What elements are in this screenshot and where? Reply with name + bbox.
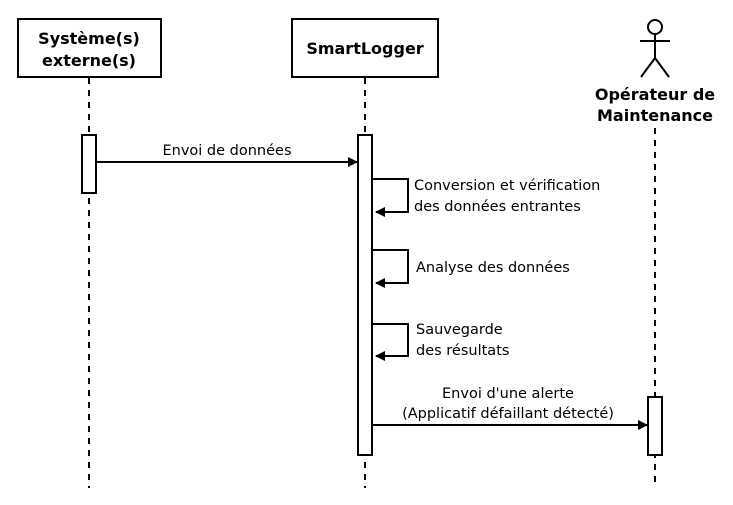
activation-operator xyxy=(647,396,663,456)
message-label-send-data: Envoi de données xyxy=(162,143,291,159)
message-label-alert-line1: Envoi d'une alerte xyxy=(442,386,574,402)
self-message-label-save-line2: des résultats xyxy=(416,343,509,359)
message-send-data: Envoi de données xyxy=(96,143,358,167)
activation-external xyxy=(81,134,97,194)
self-message-analysis: Analyse des données xyxy=(372,249,570,288)
self-message-arrow-save xyxy=(372,323,409,361)
message-send-alert: Envoi d'une alerte (Applicatif défaillan… xyxy=(372,386,648,430)
actor-stick-figure-icon xyxy=(640,19,670,78)
participant-operator: Opérateur de Maintenance xyxy=(595,19,715,125)
participant-external-line1: Système(s) xyxy=(38,29,140,48)
participant-external-systems: Système(s) externe(s) xyxy=(17,18,162,78)
participant-operator-line1: Opérateur de xyxy=(595,85,715,104)
self-message-arrow-analysis xyxy=(372,249,409,288)
participant-operator-line2: Maintenance xyxy=(597,106,713,125)
participant-smartlogger-label: SmartLogger xyxy=(306,39,423,58)
self-message-arrow-conversion xyxy=(372,178,409,217)
participant-external-line2: externe(s) xyxy=(42,51,136,70)
participant-smartlogger: SmartLogger xyxy=(291,18,439,78)
self-message-label-conversion-line1: Conversion et vérification xyxy=(414,178,600,194)
participant-box-smartlogger xyxy=(291,18,439,78)
participant-box-external xyxy=(17,18,162,78)
self-message-label-analysis: Analyse des données xyxy=(416,260,570,276)
self-message-label-conversion-line2: des données entrantes xyxy=(414,199,581,215)
self-message-label-save-line1: Sauvegarde xyxy=(416,322,503,338)
activation-smartlogger xyxy=(357,134,373,456)
self-message-save: Sauvegarde des résultats xyxy=(372,322,509,361)
self-message-conversion: Conversion et vérification des données e… xyxy=(372,178,600,217)
message-label-alert-line2: (Applicatif défaillant détecté) xyxy=(402,406,614,422)
